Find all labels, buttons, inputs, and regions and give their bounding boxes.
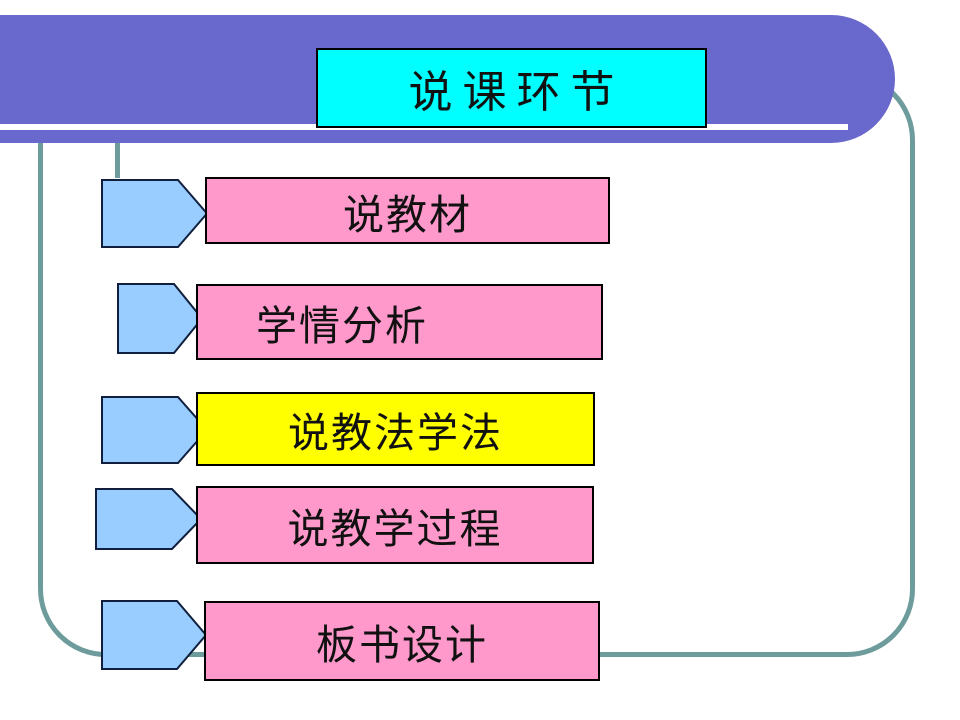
flow-step-box: 学情分析	[196, 284, 603, 360]
flow-step-label: 板书设计	[316, 622, 488, 668]
arrow-pentagon-icon	[101, 396, 208, 464]
content-frame-outline	[38, 72, 915, 657]
slide-title: 说课环节	[408, 68, 625, 117]
arrow-pentagon-icon	[101, 600, 207, 670]
flow-step-box: 说教材	[205, 177, 610, 244]
flow-step-box: 板书设计	[204, 601, 600, 681]
flow-step-label: 说教法学法	[288, 410, 503, 456]
arrow-pentagon-icon	[95, 488, 202, 550]
flow-step-label: 学情分析	[256, 303, 428, 349]
flow-step-box: 说教学过程	[196, 486, 594, 564]
flow-step-label: 说教材	[343, 191, 472, 238]
flow-step-label: 说教学过程	[287, 506, 503, 552]
left-tick-line	[115, 143, 120, 178]
flow-step-box: 说教法学法	[196, 392, 595, 466]
slide-title-box: 说课环节	[316, 48, 707, 128]
arrow-pentagon-icon	[117, 283, 203, 354]
arrow-pentagon-icon	[101, 179, 208, 248]
